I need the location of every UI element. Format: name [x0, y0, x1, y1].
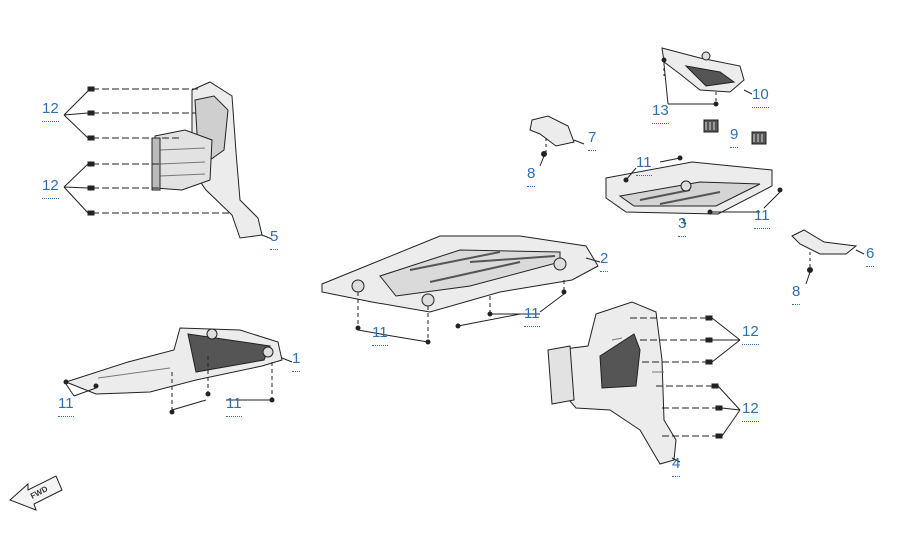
callout-13: 13 — [652, 102, 669, 124]
fwd-arrow-icon — [9, 475, 63, 511]
callout-7: 7 — [588, 129, 597, 151]
part-12-fasteners-left — [63, 86, 273, 240]
callout-12: 12 — [742, 323, 759, 345]
callout-8: 8 — [792, 283, 801, 305]
callout-4: 4 — [672, 455, 681, 477]
callout-11: 11 — [226, 395, 242, 417]
callout-11: 11 — [58, 395, 74, 417]
callout-11: 11 — [754, 207, 770, 229]
part-1-floor-plate — [63, 327, 293, 415]
callout-5: 5 — [270, 228, 279, 250]
callout-6: 6 — [866, 245, 875, 267]
callout-1: 1 — [292, 350, 301, 372]
part-2-skid-plate — [321, 235, 601, 345]
callout-2: 2 — [600, 250, 609, 272]
part-6-bracket — [791, 229, 865, 285]
callout-11: 11 — [372, 324, 388, 346]
part-5-left-guard — [151, 81, 263, 239]
callout-12: 12 — [42, 100, 59, 122]
callout-3: 3 — [678, 215, 687, 237]
callout-12: 12 — [742, 400, 759, 422]
callout-10: 10 — [752, 86, 769, 108]
part-7-bracket — [529, 115, 585, 167]
callout-8: 8 — [527, 165, 536, 187]
part-10-bracket — [661, 47, 753, 107]
callout-11: 11 — [636, 154, 652, 176]
callout-11: 11 — [524, 305, 540, 327]
callout-12: 12 — [42, 177, 59, 199]
part-9-clips — [703, 119, 767, 145]
part-4-right-guard — [547, 301, 677, 465]
callout-9: 9 — [730, 126, 739, 148]
part-12-fasteners-right — [630, 315, 741, 463]
